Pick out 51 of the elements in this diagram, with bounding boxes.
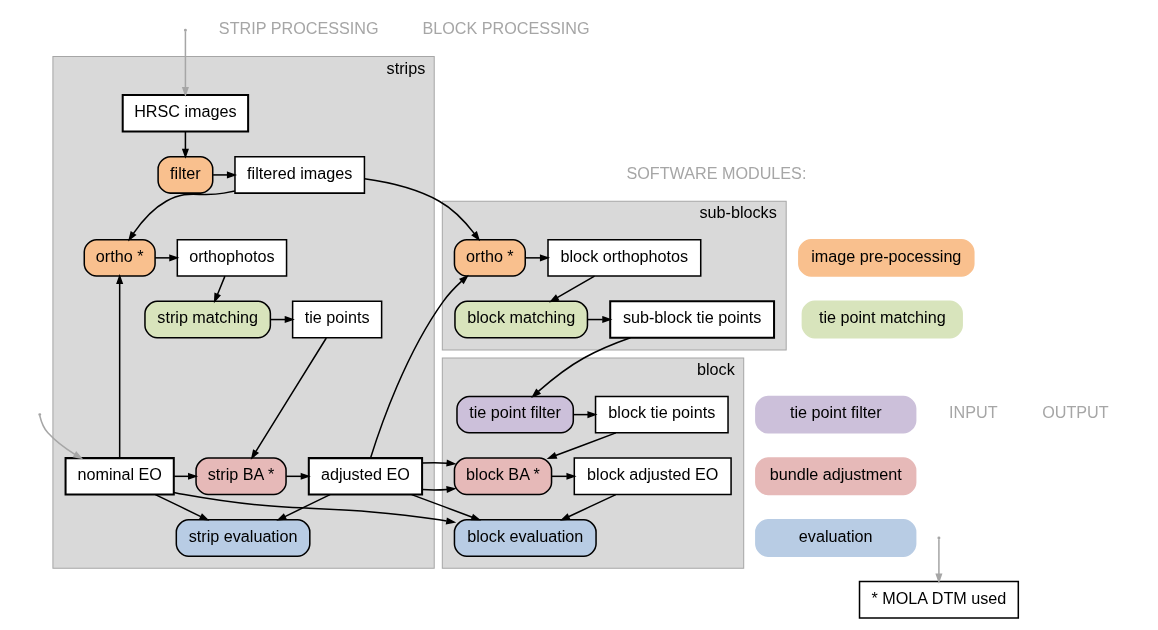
node-box: ortho *: [83, 238, 156, 277]
arrow: [546, 432, 617, 459]
node-box: ortho *: [453, 238, 526, 277]
arrow: [115, 273, 123, 459]
legend-label: image pre-pocessing: [810, 246, 961, 265]
node-box: tie point filter: [455, 395, 574, 434]
arrow: [153, 254, 179, 262]
arrow: [250, 337, 327, 460]
node-box: block adjusted EO: [573, 457, 732, 496]
arrow: [127, 190, 236, 242]
legend-label: tie point matching: [818, 308, 946, 327]
legend-label: bundle adjustment: [769, 465, 902, 484]
node-box: block BA *: [453, 457, 552, 496]
arrow: [369, 274, 469, 459]
label: STRIP PROCESSING: [218, 19, 379, 38]
arrow: [38, 415, 83, 460]
legend-label: evaluation: [798, 526, 873, 545]
node-box: nominal EO: [64, 457, 175, 496]
label: BLOCK PROCESSING: [421, 19, 590, 38]
label: OUTPUT: [1041, 403, 1109, 422]
node-box: adjusted EO: [307, 457, 423, 496]
legend-label: tie point filter: [789, 403, 882, 422]
node-box: orthophotos: [176, 238, 287, 277]
arrow: [213, 275, 226, 304]
node-box: tie points: [291, 300, 382, 339]
arrow: [181, 30, 189, 98]
arrow: [410, 493, 481, 521]
arrow: [211, 171, 237, 179]
node-box: block evaluation: [453, 519, 597, 557]
arrow: [363, 178, 480, 242]
node-box: * MOLA DTM used: [858, 580, 1019, 619]
label: INPUT: [948, 403, 998, 422]
node-box: sub-block tie points: [608, 300, 775, 339]
label: SOFTWARE MODULES:: [625, 163, 806, 182]
node-box: block tie points: [594, 395, 729, 434]
arrow: [559, 493, 617, 521]
arrow: [154, 493, 209, 521]
node-box: HRSC images: [121, 94, 249, 133]
node-box: filter: [156, 155, 213, 194]
node-box: filtered images: [233, 155, 365, 194]
node-box: strip matching: [143, 300, 271, 339]
node-box: strip evaluation: [175, 519, 311, 557]
arrow: [275, 493, 331, 521]
node-box: block matching: [453, 300, 588, 339]
arrow: [524, 254, 550, 262]
arrow: [530, 337, 631, 398]
arrow: [548, 275, 595, 303]
arrow: [420, 459, 457, 494]
node-box: block orthophotos: [546, 238, 701, 277]
node-box: strip BA *: [194, 457, 287, 496]
arrow: [172, 491, 456, 525]
